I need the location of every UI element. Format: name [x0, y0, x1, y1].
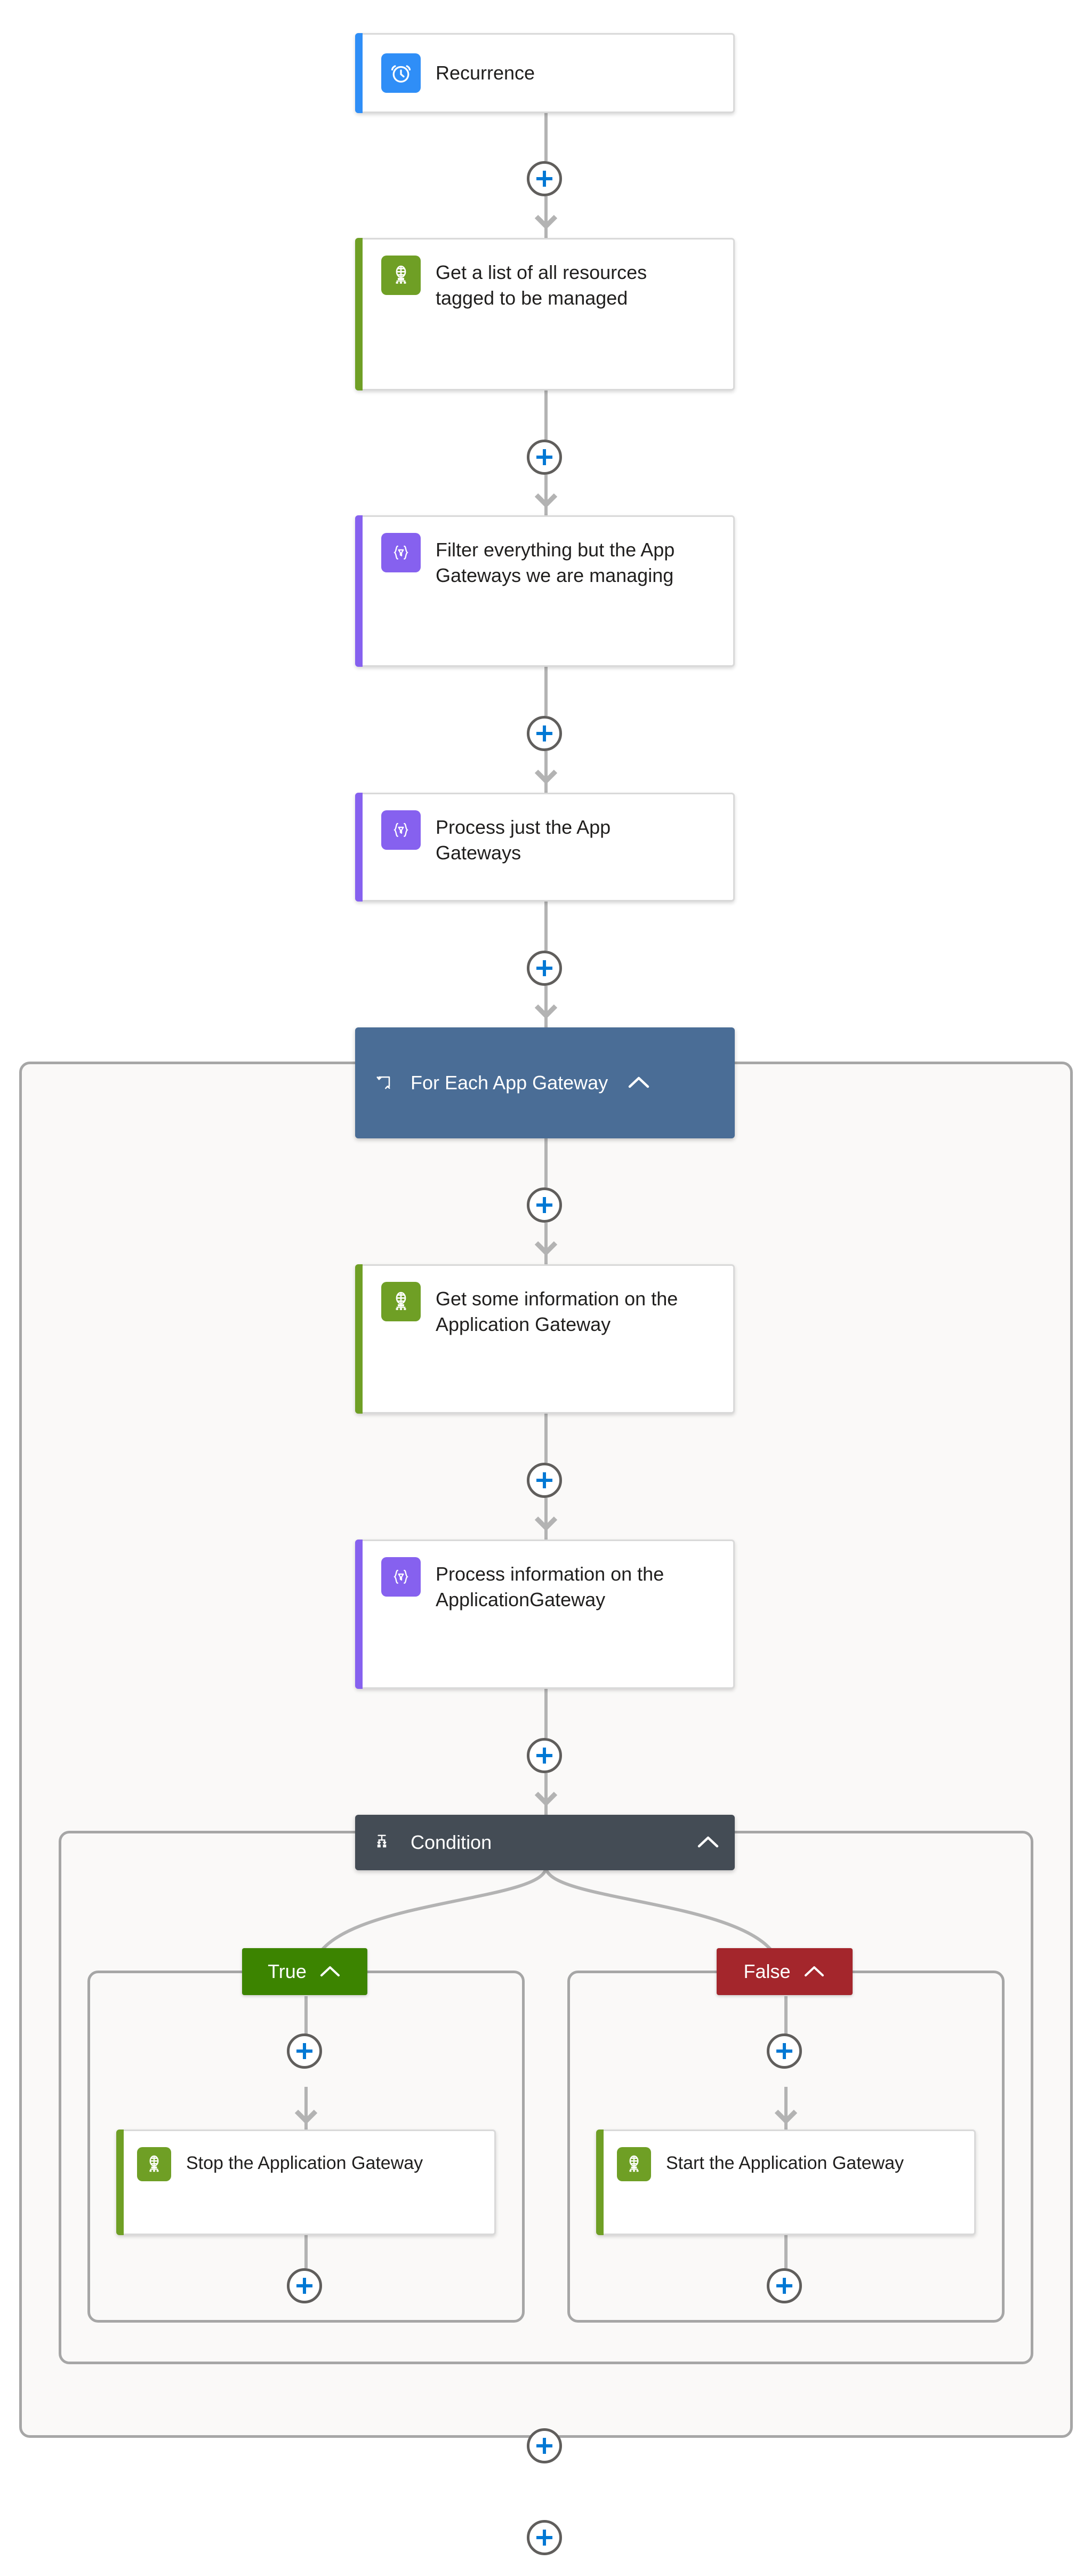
connector-line: [544, 390, 548, 440]
condition-branch-icon: [370, 1829, 398, 1856]
action-card-stop-application-gateway[interactable]: Stop the Application Gateway: [116, 2130, 496, 2235]
for-each-scope-title: For Each App Gateway: [411, 1072, 608, 1094]
connector-line: [544, 1138, 548, 1187]
connector-line: [544, 986, 548, 1027]
action-card-title: Get some information on the Application …: [436, 1288, 678, 1335]
for-each-scope-header[interactable]: For Each App Gateway: [355, 1027, 735, 1138]
action-card-title: Filter everything but the App Gateways w…: [436, 539, 675, 586]
connector-line: [304, 2235, 308, 2268]
action-card-title: Process information on the ApplicationGa…: [436, 1563, 664, 1610]
card-accent-bar: [355, 238, 363, 390]
chevron-up-icon[interactable]: [693, 1828, 723, 1857]
data-operations-filter-icon: [381, 810, 421, 850]
connector-line: [544, 1223, 548, 1264]
add-step-button[interactable]: [527, 951, 562, 986]
card-accent-bar: [596, 2130, 604, 2235]
add-step-after-condition-button[interactable]: [527, 2428, 562, 2463]
loop-icon: [370, 1069, 398, 1097]
add-step-button[interactable]: [287, 2268, 322, 2303]
connector-line: [544, 1773, 548, 1815]
connector-line: [544, 112, 548, 161]
connector-line: [304, 1996, 308, 2052]
arrowhead-icon: [534, 768, 558, 784]
add-step-after-foreach-button[interactable]: [527, 2520, 562, 2555]
add-step-button[interactable]: [527, 1738, 562, 1773]
condition-branch-splitter: [311, 1867, 782, 1974]
data-operations-filter-icon: [381, 533, 421, 572]
action-card-process-information[interactable]: Process information on the ApplicationGa…: [355, 1540, 735, 1689]
action-card-title: Start the Application Gateway: [666, 2153, 904, 2173]
azure-resource-manager-icon: [381, 1282, 421, 1321]
azure-resource-manager-icon: [381, 256, 421, 295]
connector-line: [784, 1996, 788, 2052]
condition-scope-title: Condition: [411, 1831, 492, 1854]
card-accent-bar: [116, 2130, 124, 2235]
condition-scope-header[interactable]: Condition: [355, 1815, 735, 1870]
connector-line: [304, 2087, 308, 2135]
chevron-up-icon[interactable]: [624, 1068, 654, 1098]
chevron-up-icon[interactable]: [318, 1960, 342, 1983]
arrowhead-icon: [534, 1240, 558, 1256]
arrowhead-icon: [294, 2108, 318, 2124]
card-accent-bar: [355, 1540, 363, 1689]
arrowhead-icon: [534, 1515, 558, 1531]
connector-line: [544, 1498, 548, 1540]
action-card-title: Stop the Application Gateway: [186, 2153, 423, 2173]
arrowhead-icon: [534, 1790, 558, 1806]
add-step-button[interactable]: [527, 161, 562, 196]
action-card-process-app-gateways[interactable]: Process just the App Gateways: [355, 793, 735, 902]
connector-line: [544, 751, 548, 793]
connector-line: [544, 1689, 548, 1738]
connector-line: [544, 667, 548, 716]
card-accent-bar: [355, 515, 363, 667]
action-card-get-some-information[interactable]: Get some information on the Application …: [355, 1264, 735, 1414]
azure-resource-manager-icon: [137, 2147, 171, 2181]
connector-line: [544, 475, 548, 516]
branch-label-text: True: [268, 1960, 307, 1982]
action-card-filter-app-gateways[interactable]: Filter everything but the App Gateways w…: [355, 515, 735, 667]
action-card-start-application-gateway[interactable]: Start the Application Gateway: [596, 2130, 976, 2235]
arrowhead-icon: [774, 2108, 798, 2124]
add-step-button[interactable]: [527, 716, 562, 751]
connector-line: [544, 196, 548, 238]
card-accent-bar: [355, 33, 363, 113]
action-card-title: Recurrence: [436, 62, 535, 84]
azure-resource-manager-icon: [617, 2147, 651, 2181]
chevron-up-icon[interactable]: [802, 1960, 826, 1983]
add-step-button[interactable]: [527, 440, 562, 475]
add-step-button[interactable]: [767, 2268, 802, 2303]
add-step-button[interactable]: [287, 2033, 322, 2069]
true-branch-label[interactable]: True: [242, 1948, 367, 1995]
data-operations-filter-icon: [381, 1557, 421, 1597]
action-card-title: Process just the App Gateways: [436, 816, 611, 864]
card-accent-bar: [355, 793, 363, 902]
arrowhead-icon: [534, 492, 558, 508]
false-branch-label[interactable]: False: [717, 1948, 853, 1995]
connector-line: [544, 902, 548, 951]
connector-line: [784, 2235, 788, 2268]
action-card-get-list-resources[interactable]: Get a list of all resources tagged to be…: [355, 238, 735, 390]
add-step-button[interactable]: [527, 1187, 562, 1223]
add-step-button[interactable]: [527, 1463, 562, 1498]
card-accent-bar: [355, 1264, 363, 1414]
alarm-clock-icon: [381, 53, 421, 93]
branch-label-text: False: [743, 1960, 791, 1982]
arrowhead-icon: [534, 213, 558, 229]
add-step-button[interactable]: [767, 2033, 802, 2069]
arrowhead-icon: [534, 1003, 558, 1019]
connector-line: [544, 1414, 548, 1463]
action-card-recurrence[interactable]: Recurrence: [355, 33, 735, 113]
connector-line: [784, 2087, 788, 2135]
action-card-title: Get a list of all resources tagged to be…: [436, 261, 647, 309]
